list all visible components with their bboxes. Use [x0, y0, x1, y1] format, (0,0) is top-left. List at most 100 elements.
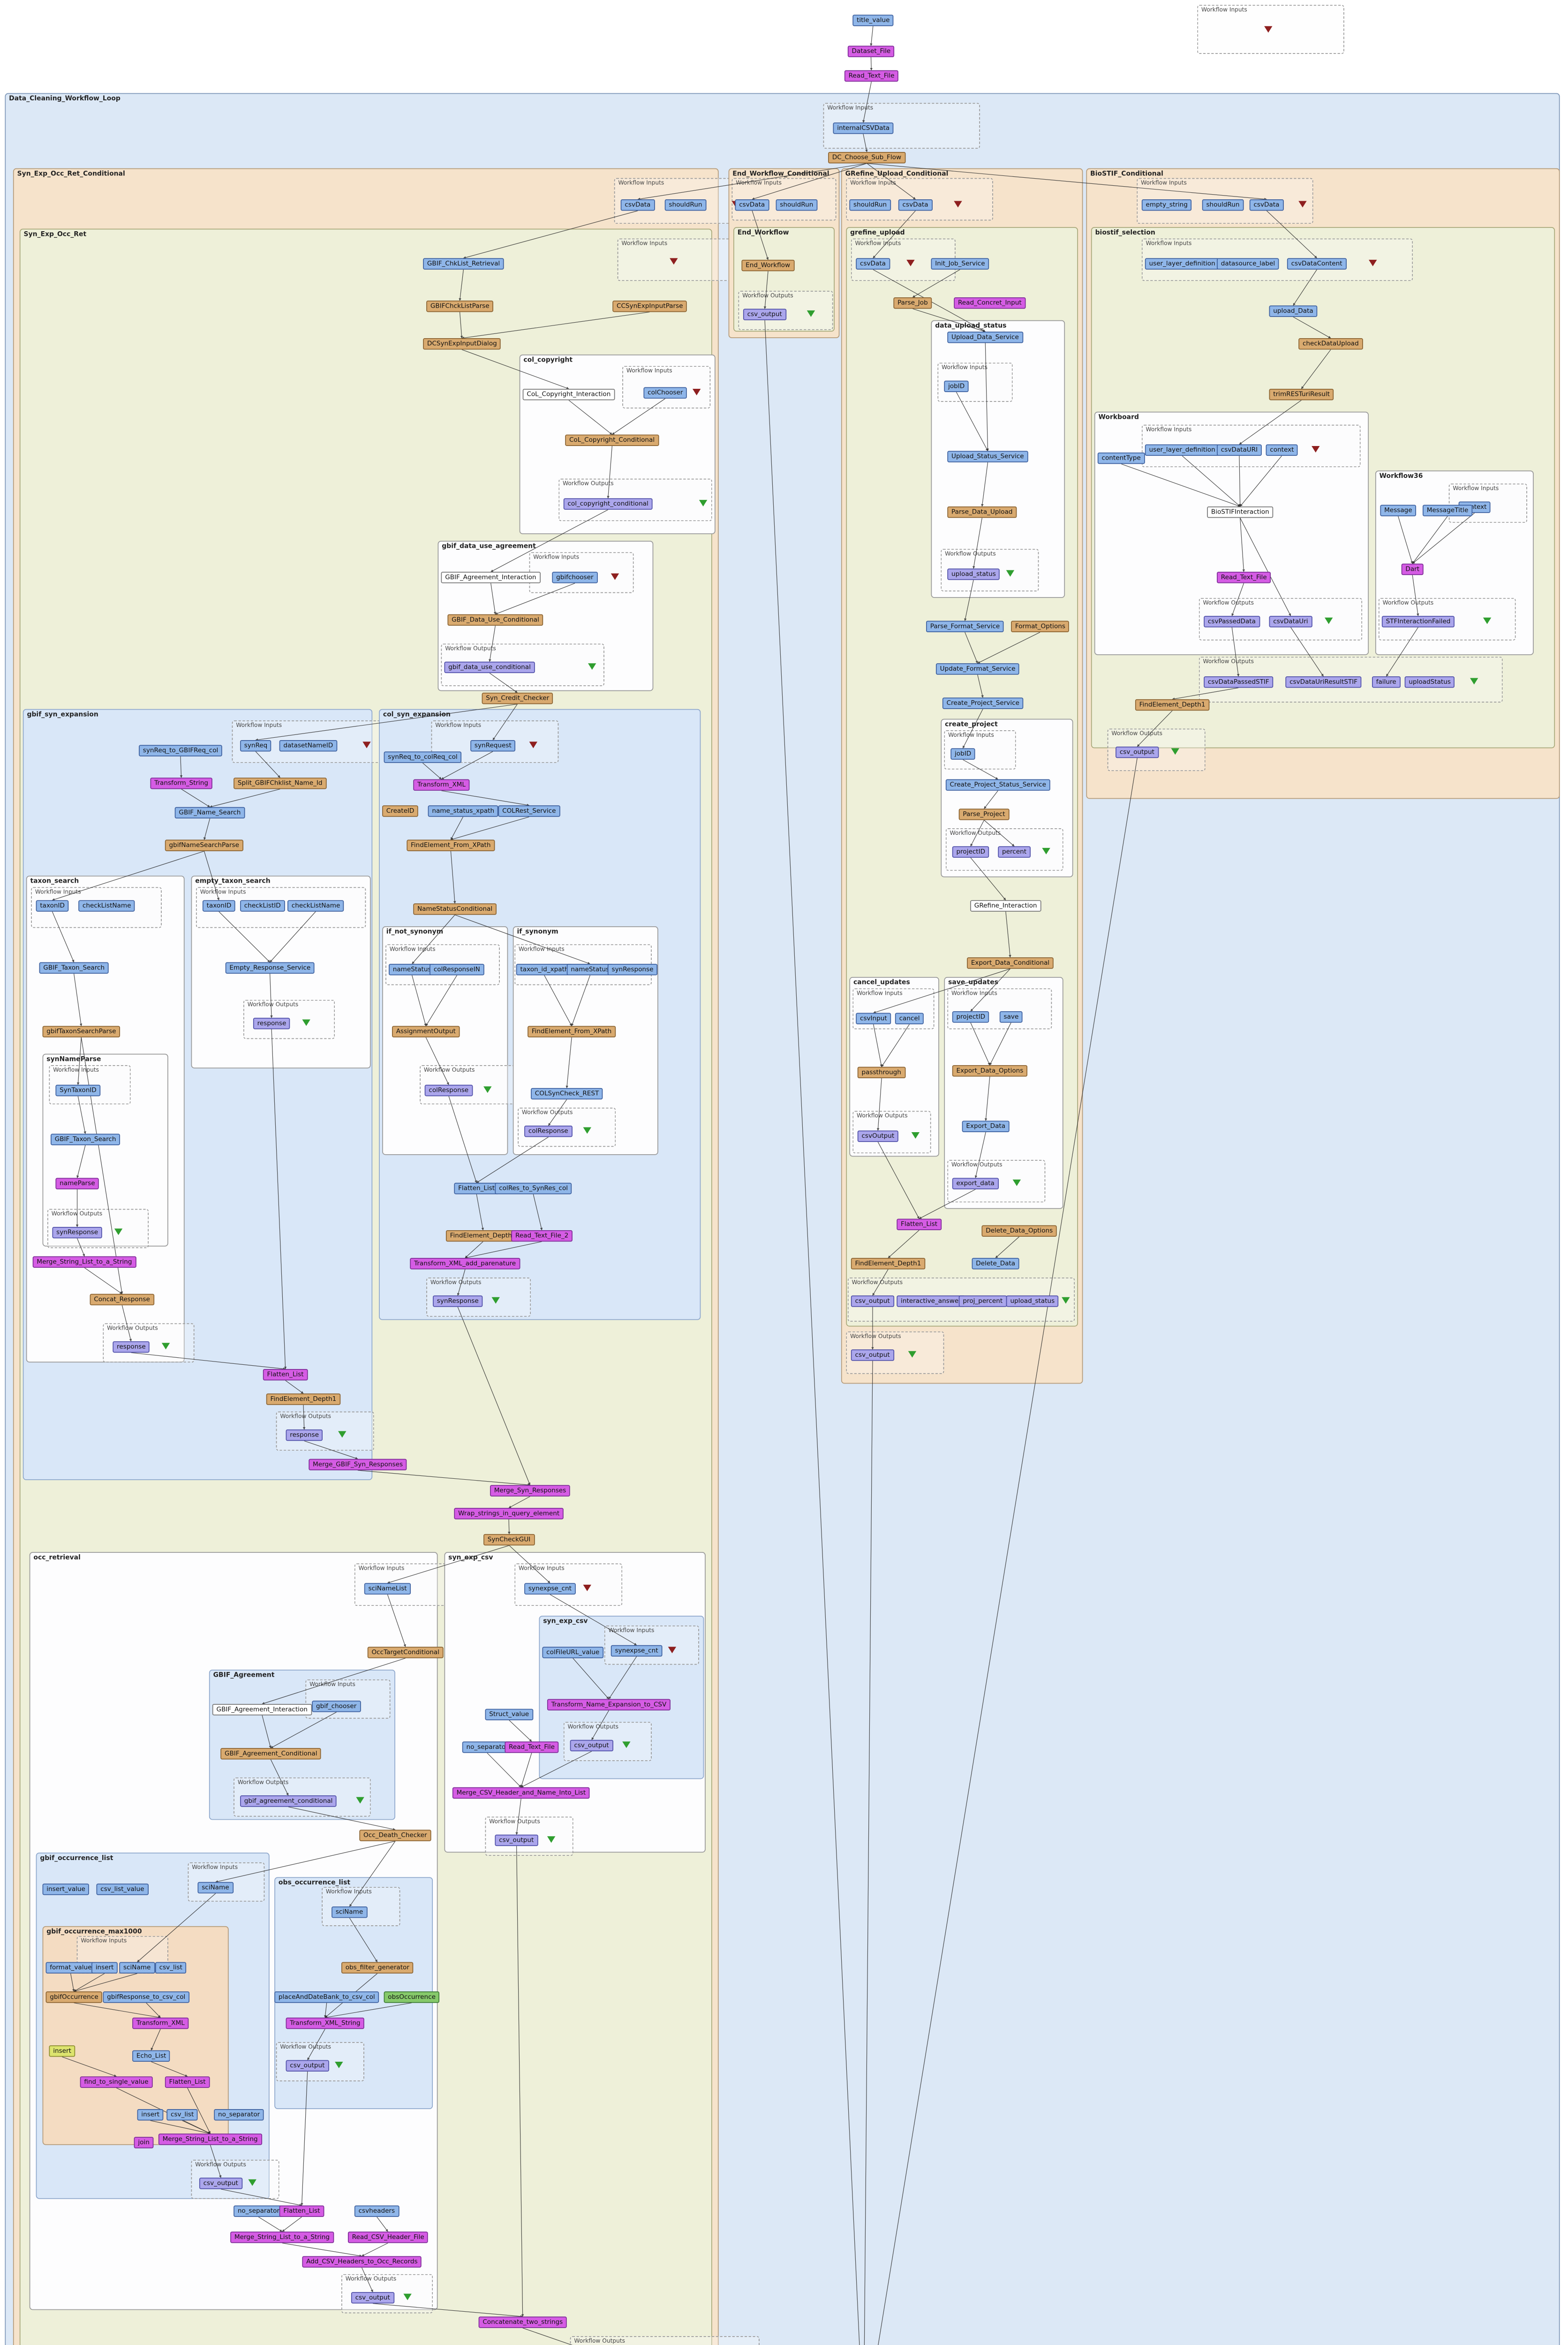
node-gbif_dua_conditional[interactable]: GBIF_Data_Use_Conditional [447, 614, 543, 626]
node-merge_gbif_syn[interactable]: Merge_GBIF_Syn_Responses [309, 1459, 407, 1471]
node-col_copy_interaction[interactable]: CoL_Copyright_Interaction [522, 389, 615, 401]
node-dus_jobid[interactable]: jobID [944, 380, 969, 393]
node-sec_no_sep[interactable]: no_separator [462, 1741, 513, 1753]
node-gol_merge[interactable]: Merge_String_List_to_a_String [158, 2133, 262, 2145]
node-csv_passed_data[interactable]: csvPassedData [1204, 616, 1260, 628]
node-gse_flatten[interactable]: Flatten_List [263, 1369, 308, 1381]
node-end_workflow[interactable]: End_Workflow [741, 259, 794, 272]
node-gbif_dua_out[interactable]: gbif_data_use_conditional [444, 661, 535, 673]
node-syncheck_gui[interactable]: SynCheckGUI [483, 1534, 535, 1546]
node-merge_syn_responses[interactable]: Merge_Syn_Responses [490, 1485, 570, 1497]
node-create_proj_status[interactable]: Create_Project_Status_Service [945, 779, 1050, 791]
node-message_title[interactable]: MessageTitle [1422, 505, 1473, 517]
node-ets_chklistname[interactable]: checkListName [287, 900, 345, 912]
node-biosel_csv_passed[interactable]: csvDataPassedSTIF [1204, 676, 1274, 688]
node-occ_no_sep[interactable]: no_separator [234, 2205, 284, 2217]
node-split_gbif_chklist[interactable]: Split_GBIFChklist_Name_Id [234, 778, 327, 789]
node-colfileurl_value[interactable]: colFileURL_value [542, 1647, 603, 1658]
node-find_elem_xpath1[interactable]: FindElement_From_XPath [407, 840, 495, 852]
node-gbif_name_search[interactable]: GBIF_Name_Search [174, 807, 245, 819]
node-gol_no_sep[interactable]: no_separator [214, 2109, 264, 2121]
node-csv_data_content[interactable]: csvDataContent [1287, 258, 1347, 270]
node-gom_insert1[interactable]: insert [91, 1962, 118, 1974]
node-ins_namestatus[interactable]: nameStatus [389, 964, 436, 976]
node-create_id[interactable]: CreateID [382, 805, 419, 817]
node-ool_transform[interactable]: Transform_XML_String [286, 2017, 365, 2029]
node-grefsub_csv_out[interactable]: csv_output [851, 1295, 894, 1307]
node-read_concret_input[interactable]: Read_Concret_Input [954, 297, 1026, 309]
node-synreq_to_gbifreq[interactable]: synReq_to_GBIFReq_col [139, 745, 223, 757]
node-parse_format_service[interactable]: Parse_Format_Service [926, 620, 1004, 633]
node-ts_taxonid[interactable]: taxonID [36, 900, 69, 912]
node-syn_shouldrun[interactable]: shouldRun [664, 199, 707, 211]
node-is_namestatus[interactable]: nameStatus [566, 964, 613, 976]
node-gse_find_elem[interactable]: FindElement_Depth1 [266, 1393, 341, 1405]
node-bio_csvdata[interactable]: csvData [1249, 199, 1284, 211]
node-cp_percent[interactable]: percent [998, 846, 1031, 858]
node-init_job_service[interactable]: Init_Job_Service [931, 258, 989, 270]
node-transform_xml_add[interactable]: Transform_XML_add_parenature [410, 1258, 520, 1270]
node-obs_occurrence[interactable]: obsOccurrence [384, 1991, 440, 2003]
node-find_elem_xpath2[interactable]: FindElement_From_XPath [528, 1026, 616, 1038]
node-is_colresponse[interactable]: colResponse [524, 1126, 573, 1137]
node-is_synresponse[interactable]: synResponse [607, 964, 658, 976]
node-su_export_data[interactable]: export_data [952, 1178, 999, 1190]
node-csv_list_value[interactable]: csv_list_value [96, 1884, 149, 1895]
node-gbif_agr_cond_out[interactable]: gbif_agreement_conditional [240, 1795, 337, 1807]
node-cp_jobid[interactable]: jobID [950, 748, 975, 760]
node-wb_context[interactable]: context [1266, 444, 1298, 456]
node-colres_to_synres[interactable]: colRes_to_SynRes_col [495, 1182, 572, 1195]
node-ts_response[interactable]: response [113, 1341, 150, 1353]
node-cse_synresponse[interactable]: synResponse [433, 1295, 483, 1307]
node-read_csv_header[interactable]: Read_CSV_Header_File [347, 2232, 429, 2243]
node-gse_synreq[interactable]: synReq [240, 740, 271, 752]
node-cse_flatten[interactable]: Flatten_List [454, 1182, 499, 1195]
node-export_data[interactable]: Export_Data [962, 1120, 1010, 1133]
node-gol_join[interactable]: join [134, 2137, 154, 2148]
node-gol_sciname[interactable]: sciName [197, 1882, 234, 1894]
node-gom_insert2[interactable]: insert [49, 2045, 75, 2057]
node-passthrough[interactable]: passthrough [857, 1067, 905, 1079]
node-ts_chklistname[interactable]: checkListName [78, 900, 136, 912]
node-user_layer_def2[interactable]: user_layer_definition [1145, 444, 1220, 456]
node-stif_failed[interactable]: STFInteractionFailed [1381, 616, 1455, 628]
node-su_projectid[interactable]: projectID [952, 1011, 989, 1023]
node-syn_credit_checker[interactable]: Syn_Credit_Checker [482, 692, 553, 704]
node-grefsub_csvdata[interactable]: csvData [856, 258, 890, 270]
node-ins_colresponse[interactable]: colResponse [424, 1084, 473, 1097]
node-colsyncheck_rest[interactable]: COLSynCheck_REST [531, 1088, 603, 1100]
node-export_data_cond[interactable]: Export_Data_Conditional [967, 957, 1054, 969]
node-gse_response[interactable]: response [286, 1429, 323, 1441]
node-name_status_cond[interactable]: NameStatusConditional [413, 903, 497, 915]
node-biosel_upload_status[interactable]: uploadStatus [1404, 676, 1455, 688]
node-csv_data_uri_out[interactable]: csvDataUri [1269, 616, 1312, 628]
node-cu_csvoutput[interactable]: csvOutput [857, 1130, 898, 1142]
node-grefine_interaction[interactable]: GRefine_Interaction [970, 900, 1041, 912]
node-ins_colresponse_in[interactable]: colResponseIN [430, 964, 484, 976]
node-end_shouldrun[interactable]: shouldRun [776, 199, 818, 211]
node-upload_data[interactable]: upload_Data [1269, 305, 1318, 318]
node-syn_taxonid[interactable]: SynTaxonID [55, 1084, 101, 1097]
node-cse_transform_xml[interactable]: Transform_XML [413, 779, 470, 791]
node-gbif_agr_conditional[interactable]: GBIF_Agreement_Conditional [220, 1748, 322, 1760]
node-cse_find_elem[interactable]: FindElement_Depth1 [445, 1230, 520, 1242]
node-gom_sciname[interactable]: sciName [119, 1962, 155, 1974]
node-occ_scinamelist[interactable]: sciNameList [364, 1583, 411, 1595]
node-occ_death_checker[interactable]: Occ_Death_Checker [359, 1830, 431, 1842]
node-proj_percent[interactable]: proj_percent [958, 1295, 1007, 1307]
node-dart[interactable]: Dart [1401, 563, 1424, 575]
node-gbif_agr_interaction2[interactable]: GBIF_Agreement_Interaction [212, 1704, 312, 1716]
node-check_data_upload[interactable]: checkDataUpload [1298, 338, 1363, 350]
node-snp_synresponse[interactable]: synResponse [52, 1226, 102, 1239]
node-assignment_output[interactable]: AssignmentOutput [392, 1026, 460, 1038]
node-ccsynexp_parse[interactable]: CCSynExpInputParse [612, 300, 687, 312]
node-gref_csvdata[interactable]: csvData [898, 199, 933, 211]
node-bio_empty_string[interactable]: empty_string [1141, 199, 1192, 211]
node-sec_inner_csv_out[interactable]: csv_output [570, 1740, 613, 1752]
node-echo_list[interactable]: Echo_List [132, 2050, 171, 2062]
node-dus_upload_status[interactable]: upload_status [947, 568, 1000, 580]
node-grefsub_upload_status[interactable]: upload_status [1006, 1295, 1059, 1307]
node-synreq_to_colreq[interactable]: synReq_to_colReq_col [384, 751, 462, 764]
node-parse_project[interactable]: Parse_Project [958, 809, 1010, 820]
node-gbif_chklist_retrieval[interactable]: GBIF_ChkList_Retrieval [423, 258, 504, 270]
